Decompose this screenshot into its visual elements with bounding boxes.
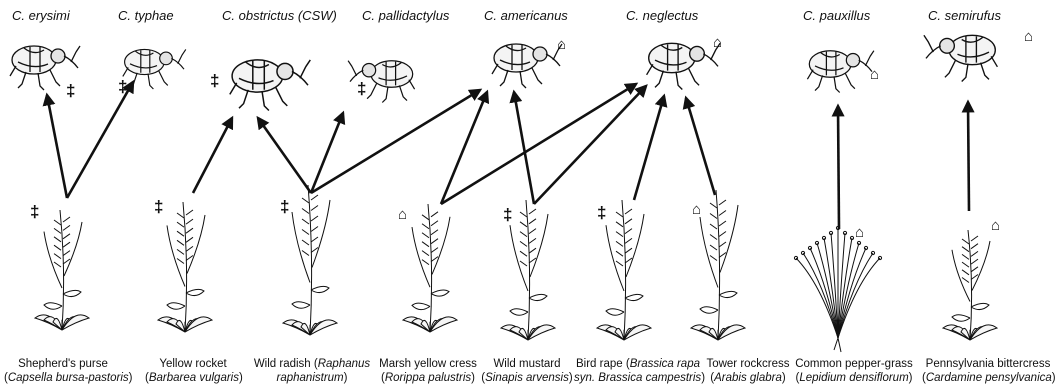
plant-drawing-shepherds-purse — [35, 210, 89, 330]
plant-scientific-name: Sinapis arvensis — [485, 372, 569, 384]
weevil-marker-typhae: ‡ — [118, 78, 127, 95]
weevil-name-pallidactylus: C. pallidactylus — [362, 8, 449, 23]
plant-label-common-pepper-grass: Common pepper-grass (Lepidium densifloru… — [795, 357, 913, 385]
weevil-drawing-obstrictus — [230, 60, 310, 111]
weevil-marker-americanus: ⌂ — [557, 36, 566, 53]
plant-common-name: Common pepper-grass — [795, 357, 913, 371]
plant-scientific-name: raphanistrum — [277, 372, 344, 384]
weevil-marker-erysimi: ‡ — [66, 82, 75, 99]
arrow-wild-radish-to-americanus — [311, 90, 480, 193]
plant-illustrations — [35, 185, 997, 352]
plant-label-wild-mustard: Wild mustard (Sinapis arvensis) — [480, 357, 574, 385]
plant-label-marsh-yellow-cress: Marsh yellow cress (Rorippa palustris) — [376, 357, 480, 385]
plant-marker-bird-rape: ‡ — [597, 204, 606, 221]
weevil-name-typhae: C. typhae — [118, 8, 174, 23]
plant-common-name: Wild radish ( — [254, 358, 318, 370]
plant-label-pennsylvania-bittercress: Pennsylvania bittercress (Cardamine pens… — [922, 357, 1054, 385]
plant-common-name: Pennsylvania bittercress — [922, 357, 1054, 371]
arrow-common-pepper-grass-to-pauxillus — [838, 106, 839, 229]
plant-scientific-name: Capsella bursa-pastoris — [8, 372, 129, 384]
plant-scientific-genus: Raphanus — [318, 358, 370, 370]
arrow-yellow-rocket-to-obstrictus — [193, 118, 232, 193]
plant-label-tower-rockcress: Tower rockcress (Arabis glabra) — [703, 357, 793, 385]
plant-scientific-genus: Brassica rapa — [630, 358, 700, 370]
weevil-name-erysimi: C. erysimi — [12, 8, 70, 23]
weevil-marker-neglectus: ⌂ — [713, 34, 722, 51]
arrow-marsh-yellow-cress-to-neglectus — [441, 84, 636, 204]
plant-marker-common-pepper-grass: ⌂ — [855, 224, 864, 241]
weevil-name-obstrictus: C. obstrictus (CSW) — [222, 8, 337, 23]
arrow-wild-mustard-to-neglectus — [534, 86, 646, 204]
weevil-drawing-neglectus — [647, 43, 721, 89]
plant-drawing-yellow-rocket — [158, 202, 212, 332]
plant-scientific-name: Barbarea vulgaris — [149, 372, 239, 384]
plant-scientific-name: Rorippa palustris — [385, 372, 471, 384]
arrow-wild-radish-to-pallidactylus — [311, 113, 343, 193]
arrow-shepherds-purse-to-typhae — [67, 82, 133, 198]
weevil-name-pauxillus: C. pauxillus — [803, 8, 870, 23]
plant-marker-wild-radish: ‡ — [280, 198, 289, 215]
plant-label-bird-rape: Bird rape (Brassica rapa syn. Brassica c… — [574, 357, 702, 385]
plant-marker-shepherds-purse: ‡ — [30, 203, 39, 220]
plant-drawing-wild-radish — [283, 185, 337, 335]
weevil-drawing-americanus — [492, 44, 562, 88]
plant-scientific-name: syn. Brassica campestris — [574, 372, 701, 384]
plant-marker-yellow-rocket: ‡ — [154, 198, 163, 215]
weevil-drawing-pauxillus — [807, 51, 874, 93]
plant-label-yellow-rocket: Yellow rocket (Barbarea vulgaris) — [145, 357, 241, 385]
weevil-name-americanus: C. americanus — [484, 8, 568, 23]
plant-drawing-marsh-yellow-cress — [403, 204, 457, 332]
plant-marker-marsh-yellow-cress: ⌂ — [398, 206, 407, 223]
plant-common-name: Yellow rocket — [145, 357, 241, 371]
plant-marker-tower-rockcress: ⌂ — [692, 201, 701, 218]
weevil-name-semirufus: C. semirufus — [928, 8, 1001, 23]
arrow-tower-rockcress-to-neglectus — [686, 98, 715, 195]
plant-scientific-name: Cardamine pensylvanica — [926, 372, 1052, 384]
plant-common-name: Wild mustard — [480, 357, 574, 371]
weevil-marker-semirufus: ⌂ — [1024, 28, 1033, 45]
plant-common-name: Shepherd's purse — [4, 357, 122, 371]
weevil-drawing-semirufus — [924, 35, 998, 81]
arrow-shepherds-purse-to-erysimi — [47, 95, 67, 198]
arrow-pennsylvania-bittercress-to-semirufus — [968, 102, 969, 211]
plant-common-name: Marsh yellow cress — [376, 357, 480, 371]
plant-scientific-name: Arabis glabra — [714, 372, 782, 384]
plant-scientific-name: Lepidium densiflorum — [799, 372, 908, 384]
weevil-illustrations — [10, 35, 997, 110]
plant-drawing-pennsylvania-bittercress — [943, 230, 997, 340]
plant-marker-pennsylvania-bittercress: ⌂ — [991, 217, 1000, 234]
weevil-marker-pallidactylus: ‡ — [357, 80, 366, 97]
plant-label-wild-radish: Wild radish (Raphanus raphanistrum) — [252, 357, 372, 385]
weevil-marker-pauxillus: ⌂ — [870, 66, 879, 83]
plant-label-shepherds-purse: Shepherd's purse (Capsella bursa-pastori… — [4, 357, 122, 385]
arrow-bird-rape-to-neglectus — [634, 96, 664, 200]
arrow-wild-radish-to-obstrictus — [258, 118, 311, 193]
weevil-name-neglectus: C. neglectus — [626, 8, 698, 23]
plant-common-name: Tower rockcress — [703, 357, 793, 371]
plant-drawing-common-pepper-grass — [794, 226, 881, 352]
weevil-marker-obstrictus: ‡ — [210, 72, 219, 89]
plant-common-name: Bird rape ( — [576, 358, 630, 370]
plant-marker-wild-mustard: ‡ — [503, 206, 512, 223]
